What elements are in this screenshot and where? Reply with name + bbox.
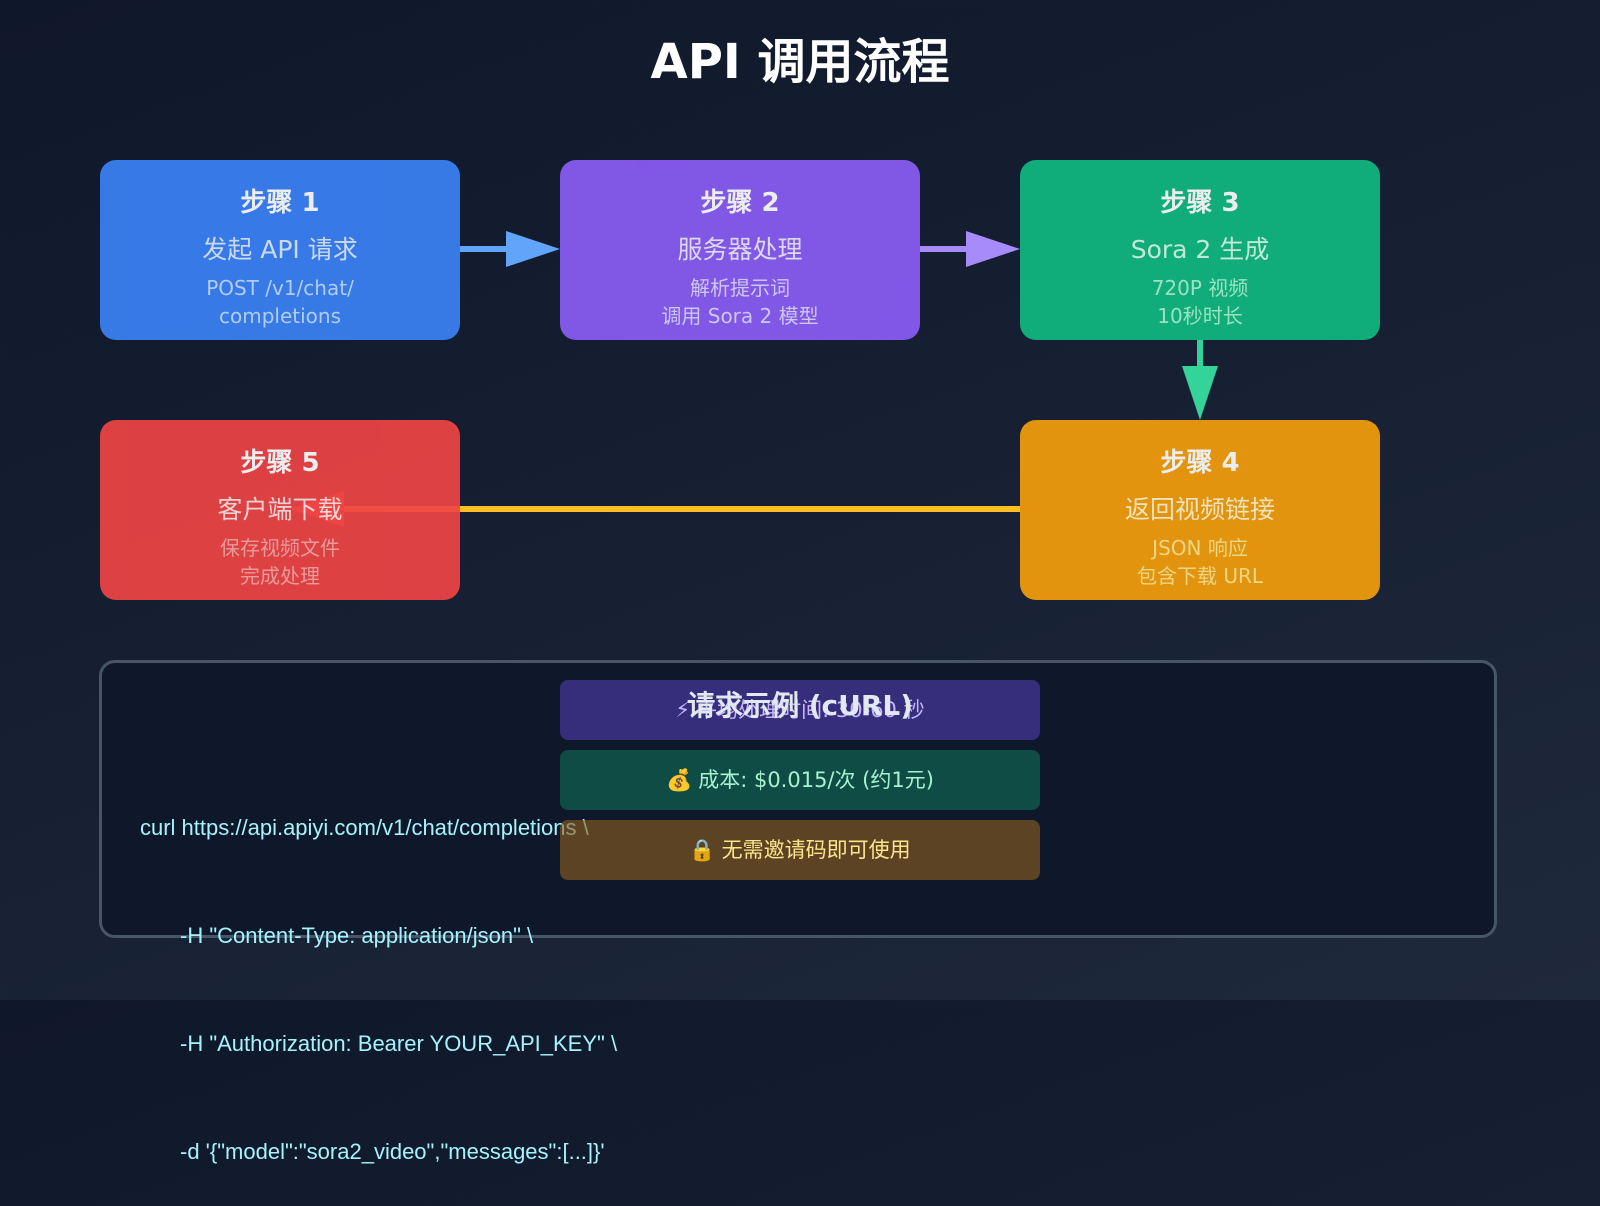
arrow-step3-to-step4: [1182, 340, 1218, 420]
info-no-invite-code: 🔒无需邀请码即可使用: [560, 820, 1040, 880]
step-description: 720P 视频 10秒时长: [1020, 274, 1380, 330]
lightning-icon: ⚡: [675, 698, 691, 722]
code-section-title: 请求示例 (cURL): [686, 689, 914, 722]
step-4-box: 步骤 4 返回视频链接 JSON 响应 包含下载 URL: [1020, 420, 1380, 600]
code-line: -H "Authorization: Bearer YOUR_API_KEY" …: [180, 1031, 618, 1056]
step-1-box: 步骤 1 发起 API 请求 POST /v1/chat/ completion…: [100, 160, 460, 340]
money-bag-icon: 💰: [666, 768, 693, 792]
step-label: 步骤 3: [1160, 188, 1240, 218]
step-label: 步骤 4: [1160, 448, 1240, 478]
step-description: JSON 响应 包含下载 URL: [1020, 534, 1380, 590]
step-label: 步骤 5: [240, 448, 320, 478]
step-name: Sora 2 生成: [1130, 235, 1270, 264]
step-name: 服务器处理: [677, 235, 803, 264]
step-desc-line: 10秒时长: [1157, 304, 1243, 328]
step-desc-line: 完成处理: [240, 564, 320, 588]
step-name: 返回视频链接: [1124, 495, 1275, 524]
code-line: curl https://api.apiyi.com/v1/chat/compl…: [140, 815, 589, 840]
info-processing-time: ⚡平均处理时间: 30-60 秒: [560, 680, 1040, 740]
step-label: 步骤 2: [700, 188, 780, 218]
arrow-step2-to-step3: [920, 231, 1020, 267]
step-desc-line: 720P 视频: [1151, 276, 1249, 300]
step-3-box: 步骤 3 Sora 2 生成 720P 视频 10秒时长: [1020, 160, 1380, 340]
step-desc-line: 解析提示词: [690, 276, 790, 300]
step-description: POST /v1/chat/ completions: [100, 274, 460, 330]
step-description: 解析提示词 调用 Sora 2 模型: [560, 274, 920, 330]
step-desc-line: 包含下载 URL: [1136, 564, 1264, 588]
step-desc-line: completions: [218, 304, 341, 328]
step-name: 客户端下载: [217, 495, 343, 524]
page-title: API 调用流程: [650, 34, 950, 90]
code-line: -d '{"model":"sora2_video","messages":[.…: [180, 1139, 605, 1164]
step-desc-line: POST /v1/chat/: [206, 276, 354, 300]
curl-code-block: curl https://api.apiyi.com/v1/chat/compl…: [140, 738, 617, 1206]
arrow-step1-to-step2: [460, 231, 560, 267]
step-desc-line: 调用 Sora 2 模型: [661, 304, 819, 328]
info-text: 无需邀请码即可使用: [721, 838, 911, 862]
step-desc-line: JSON 响应: [1152, 536, 1248, 560]
info-cost: 💰成本: $0.015/次 (约1元): [560, 750, 1040, 810]
step-description: 保存视频文件 完成处理: [100, 534, 460, 590]
code-line: -H "Content-Type: application/json" \: [180, 923, 534, 948]
lock-icon: 🔒: [689, 838, 716, 862]
step-label: 步骤 1: [240, 188, 320, 218]
step-name: 发起 API 请求: [202, 235, 358, 264]
step-desc-line: 保存视频文件: [220, 536, 340, 560]
info-text: 平均处理时间: 30-60 秒: [696, 698, 925, 722]
step-5-box: 步骤 5 客户端下载 保存视频文件 完成处理: [100, 420, 460, 600]
info-text: 成本: $0.015/次 (约1元): [698, 768, 934, 792]
step-2-box: 步骤 2 服务器处理 解析提示词 调用 Sora 2 模型: [560, 160, 920, 340]
